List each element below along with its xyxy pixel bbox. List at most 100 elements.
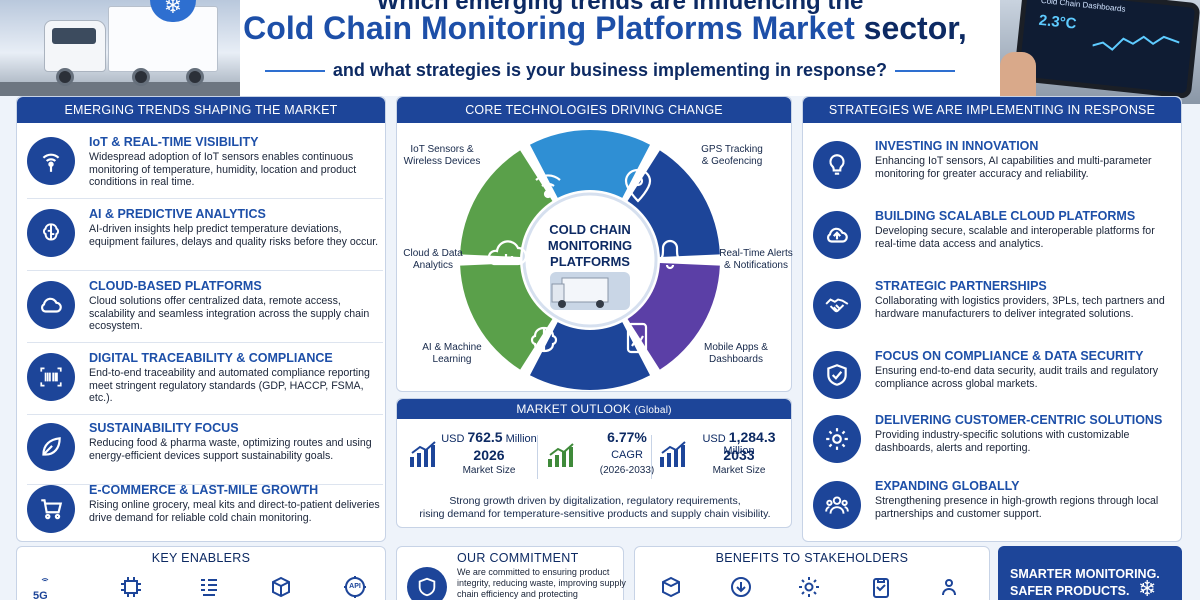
5g-label: 5G [33, 590, 48, 600]
cube-icon [269, 575, 293, 599]
outlook-prefix: USD [441, 433, 465, 445]
outlook-unit: Million [505, 433, 537, 445]
tech-label-line: Wireless Devices [403, 156, 481, 167]
trend-item: E-COMMERCE & LAST-MILE GROWTH Rising onl… [27, 481, 383, 547]
outlook-value: USD 1,284.3 Million [689, 429, 789, 457]
tech-label-line: & Geofencing [701, 156, 763, 167]
truck-wheel [132, 68, 150, 86]
lightbulb-icon [813, 141, 861, 189]
segment-icons [487, 168, 683, 354]
wheel-segment [460, 263, 553, 370]
wheel-segment [460, 150, 553, 257]
outlook-heading: MARKET OUTLOOK (Global) [397, 399, 791, 419]
outlook-number: 762.5 [467, 429, 503, 445]
outlook-year: CAGR [611, 449, 643, 461]
clipboard-icon [869, 575, 893, 599]
truck-photo: ❄ [0, 0, 240, 96]
tagline: SMARTER MONITORING. SAFER PRODUCTS. [1010, 566, 1160, 600]
mobile-chart-icon [631, 335, 644, 347]
snowflake-icon: ❄ [1138, 576, 1157, 600]
tablet-title: Cold Chain Dashboards [1040, 0, 1126, 14]
cloud-icon [27, 281, 75, 329]
api-label: API [349, 583, 361, 590]
truck-wheel [56, 68, 74, 86]
truck-windshield [52, 28, 96, 44]
strategy-title: BUILDING SCALABLE CLOUD PLATFORMS [875, 209, 1136, 223]
outlook-number: 6.77% [607, 429, 647, 445]
technology-wheel: COLD CHAIN MONITORING PLATFORMS [460, 130, 720, 390]
outlook-label: Market Size [462, 465, 516, 476]
commitment-panel: OUR COMMITMENT We are committed to ensur… [396, 546, 626, 600]
outlook-year: 2033 [723, 447, 755, 463]
wheel-center-line3: PLATFORMS [550, 254, 630, 269]
page-title-suffix: sector, [863, 10, 967, 46]
location-pin-dot [632, 175, 644, 187]
tech-label-line: & Notifications [724, 260, 788, 271]
cart-icon [27, 485, 75, 533]
tech-label-line: Analytics [412, 260, 453, 271]
wifi-sensor-icon [27, 137, 75, 185]
people-icon [937, 575, 961, 599]
package-check-icon [659, 575, 683, 599]
outlook-heading-note: (Global) [634, 405, 672, 416]
strategy-title: DELIVERING CUSTOMER-CENTRIC SOLUTIONS [875, 413, 1163, 427]
key-enablers-heading: KEY ENABLERS [151, 551, 251, 565]
growth-chart-icon [548, 443, 574, 467]
page-subtitle: and what strategies is your business imp… [230, 60, 990, 81]
barcode-icon [27, 353, 75, 401]
outlook-item: USD 762.5 Million 2026 Market Size [409, 429, 537, 485]
shield-check-icon [813, 351, 861, 399]
wheel-center-line1: COLD CHAIN [549, 222, 631, 237]
divider [537, 435, 538, 479]
gear-icon [813, 415, 861, 463]
api-icon: API [343, 575, 367, 599]
server-icon [197, 575, 221, 599]
people-icon [813, 481, 861, 529]
trend-desc: Cloud solutions offer centralized data, … [89, 295, 370, 333]
road [0, 82, 240, 96]
strategy-title: INVESTING IN INNOVATION [875, 139, 1039, 153]
shield-icon [407, 567, 447, 600]
tech-label-line: AI & Machine [422, 342, 482, 353]
page-subtitle-text: and what strategies is your business imp… [332, 60, 888, 80]
key-enablers-panel: KEY ENABLERS 5G API [16, 546, 386, 600]
truck-wheel [186, 68, 204, 86]
outlook-unit: Million [723, 445, 755, 457]
location-pin-icon [624, 168, 652, 203]
outlook-year: 2026 [473, 447, 505, 463]
wheel-segment [627, 263, 720, 370]
outlook-value: USD 762.5 Million [439, 429, 539, 445]
cloud-upload-icon [813, 211, 861, 259]
trend-title: SUSTAINABILITY FOCUS [89, 421, 239, 435]
tech-label-line: Mobile Apps & [704, 342, 768, 353]
trend-desc: End-to-end traceability and automated co… [89, 367, 370, 405]
wheel-segment [529, 322, 651, 390]
tech-label: AI & Machine Learning [412, 342, 492, 366]
outlook-note: Strong growth driven by digitalization, … [405, 495, 785, 521]
outlook-number: 1,284.3 [728, 429, 776, 445]
analytics-bars-icon [498, 254, 514, 264]
commitment-heading: OUR COMMITMENT [457, 551, 579, 565]
trend-title: AI & PREDICTIVE ANALYTICS [89, 207, 266, 221]
trend-title: CLOUD-BASED PLATFORMS [89, 279, 262, 293]
wifi-icon [535, 174, 561, 187]
commitment-text: We are committed to ensuring product int… [457, 567, 626, 599]
trend-item: CLOUD-BASED PLATFORMS Cloud solutions of… [27, 277, 383, 343]
tech-label: Real-Time Alerts & Notifications [718, 248, 794, 272]
strategy-item: STRATEGIC PARTNERSHIPS Collaborating wit… [813, 277, 1175, 343]
outlook-item: 6.77% CAGR (2026-2033) [547, 429, 667, 485]
tech-label-line: IoT Sensors & [410, 144, 474, 155]
wheel-segment [627, 150, 720, 257]
strategy-item: INVESTING IN INNOVATION Enhancing IoT se… [813, 137, 1175, 203]
outlook-label: Market Size [712, 465, 766, 476]
trends-panel: EMERGING TRENDS SHAPING THE MARKET IoT &… [16, 96, 386, 542]
tagline-line: SAFER PRODUCTS. [1010, 584, 1130, 598]
page-title: Cold Chain Monitoring Platforms Market s… [210, 10, 1000, 47]
trend-title: IoT & REAL-TIME VISIBILITY [89, 135, 259, 149]
cloud-icon [487, 240, 528, 266]
outlook-panel: MARKET OUTLOOK (Global) USD 762.5 Millio… [396, 398, 792, 528]
trend-item: DIGITAL TRACEABILITY & COMPLIANCE End-to… [27, 349, 383, 415]
bell-icon [657, 239, 683, 270]
trend-item: SUSTAINABILITY FOCUS Reducing food & pha… [27, 419, 383, 485]
tech-label-line: Learning [432, 354, 472, 365]
